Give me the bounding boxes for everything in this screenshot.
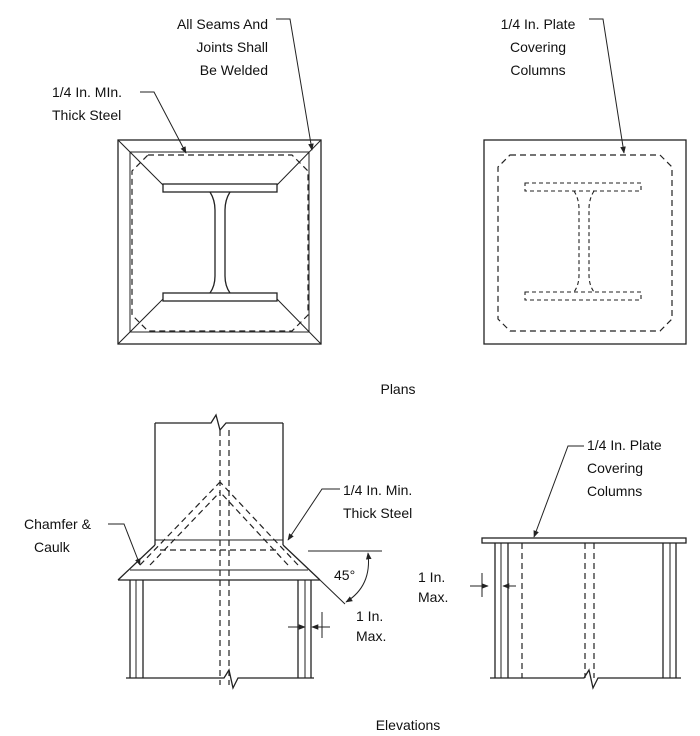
plan-left-welded-box [117, 139, 322, 345]
label-seams-line2: Joints Shall [196, 39, 268, 55]
label-min-steel-elev-line1: 1/4 In. Min. [343, 482, 412, 498]
label-plate-elev-line1: 1/4 In. Plate [587, 437, 662, 453]
label-min-steel-plan-line1: 1/4 In. MIn. [52, 84, 122, 100]
label-plate-elev-line2: Covering [587, 460, 643, 476]
label-seams-line3: Be Welded [200, 62, 268, 78]
label-seams-line1: All Seams And [177, 16, 268, 32]
label-plate-plan-line2: Covering [510, 39, 566, 55]
leader-min-steel-plan [140, 91, 187, 154]
label-plate-plan-line3: Columns [510, 62, 565, 78]
label-plate-plan-line1: 1/4 In. Plate [501, 16, 576, 32]
plan-right-plate-box [483, 139, 687, 345]
label-chamfer-line1: Chamfer & [24, 516, 92, 532]
caption-elevations: Elevations [376, 717, 441, 733]
leader-seams-welded [276, 18, 314, 151]
leader-chamfer [108, 523, 141, 566]
caption-plans: Plans [380, 381, 415, 397]
elevation-left-hip-cover [117, 481, 382, 605]
label-chamfer-line2: Caulk [34, 539, 71, 555]
elevation-right-plate-column [470, 537, 687, 690]
label-max-left-line2: Max. [356, 628, 386, 644]
leader-plate-plan [589, 18, 626, 154]
label-min-steel-elev-line2: Thick Steel [343, 505, 412, 521]
plan-left-i-beam [162, 183, 278, 302]
plan-right-i-beam-hidden [524, 182, 642, 301]
label-max-right-line1: 1 In. [418, 569, 445, 585]
label-max-left-line1: 1 In. [356, 608, 383, 624]
label-angle-45: 45° [334, 567, 355, 583]
label-min-steel-plan-line2: Thick Steel [52, 107, 121, 123]
elevation-left-upper-column [154, 413, 284, 685]
elevation-left-base-column [126, 580, 330, 690]
label-plate-elev-line3: Columns [587, 483, 642, 499]
leader-min-steel-elev [287, 488, 340, 541]
leader-plate-elev [533, 445, 584, 538]
label-max-right-line2: Max. [418, 589, 448, 605]
